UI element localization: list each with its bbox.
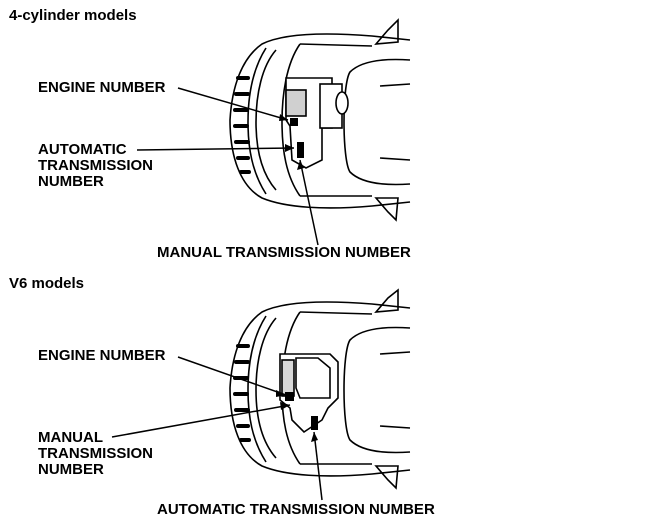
mirror-top-4cyl [374,18,399,45]
left-lower-label-line1-4cyl: AUTOMATIC [38,141,127,158]
mirror-bottom-4cyl [374,197,399,222]
left-lower-label-line1-v6: MANUAL [38,429,103,446]
left-lower-label-line2-4cyl: TRANSMISSION [38,157,154,174]
bottom-label-v6: AUTOMATIC TRANSMISSION NUMBER [157,501,435,518]
engine-number-label-4cyl: ENGINE NUMBER [38,79,166,96]
grille-4cyl [233,76,251,174]
left-lower-label-line3-v6: NUMBER [38,461,104,478]
mirror-bottom-v6 [374,465,399,490]
at-number-mark-v6 [311,416,318,430]
leader-lines-v6 [111,356,323,501]
at-number-mark-4cyl [297,142,304,158]
section-heading-4cyl: 4-cylinder models [9,7,137,24]
left-lower-label-line3-4cyl: NUMBER [38,173,104,190]
leader-lines-4cyl [136,87,319,246]
car-body-outline-4cyl [229,33,411,209]
bottom-label-4cyl: MANUAL TRANSMISSION NUMBER [157,244,411,261]
car-body-outline-v6 [229,301,411,477]
engine-number-mark-v6 [285,392,294,401]
mirror-top-v6 [374,288,399,313]
section-heading-v6: V6 models [9,275,85,292]
left-lower-label-line2-v6: TRANSMISSION [38,445,154,462]
grille-v6 [233,344,251,442]
engine-number-mark-4cyl [290,118,298,126]
engine-number-label-v6: ENGINE NUMBER [38,347,166,364]
